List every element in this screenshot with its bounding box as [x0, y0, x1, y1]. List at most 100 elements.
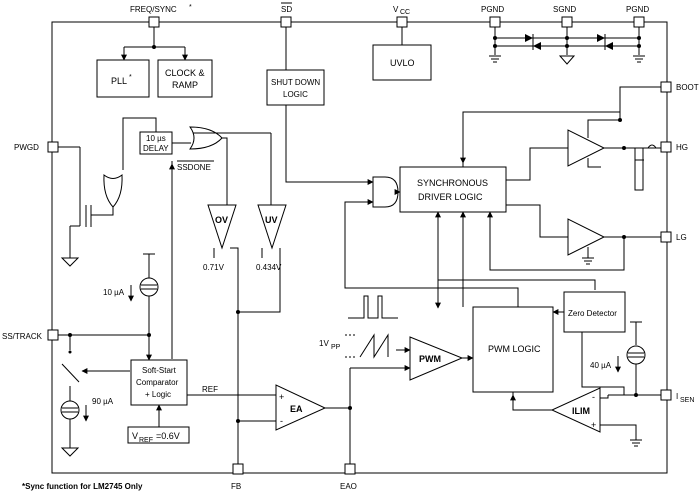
- pin-pgnd-left: PGND: [481, 5, 504, 28]
- soft-start-block: [130, 359, 188, 406]
- svg-text:SHUT DOWN: SHUT DOWN: [271, 78, 320, 87]
- svg-text:V: V: [393, 5, 399, 14]
- pin-fb: FB: [231, 463, 244, 491]
- zero-detector-block: [563, 291, 626, 333]
- svg-text:LOGIC: LOGIC: [283, 90, 308, 99]
- pin-boot: BOOT: [660, 81, 699, 93]
- svg-text:BOOT: BOOT: [676, 83, 699, 92]
- ground-symbol: [582, 257, 594, 265]
- lg-driver: [567, 218, 606, 256]
- svg-text:=0.6V: =0.6V: [156, 431, 180, 441]
- uv-comparator: [257, 204, 287, 250]
- svg-text:PP: PP: [331, 344, 341, 351]
- svg-text:*: *: [189, 4, 192, 11]
- pin-sd: SD: [280, 2, 292, 28]
- svg-text:REF: REF: [139, 437, 153, 444]
- svg-text:PWM: PWM: [419, 354, 441, 364]
- hg-driver: [567, 129, 606, 167]
- signal-ground-symbol: [558, 55, 576, 65]
- pin-freq-sync: FREQ/SYNC *: [130, 4, 192, 28]
- chip-outline: [51, 21, 668, 474]
- pin-freq-sync-label: FREQ/SYNC: [130, 5, 177, 14]
- and-gate: [372, 176, 399, 208]
- svg-text:-: -: [592, 392, 595, 402]
- pin-sd-label: SD: [281, 5, 292, 14]
- svg-text:SSDONE: SSDONE: [177, 163, 211, 172]
- pin-lg: LG: [660, 231, 687, 243]
- svg-text:SGND: SGND: [553, 5, 576, 14]
- shutdown-logic-block: [266, 69, 325, 106]
- ilim-amplifier: [550, 387, 601, 433]
- svg-text:SS/TRACK: SS/TRACK: [2, 332, 43, 341]
- pin-ss-track: SS/TRACK: [2, 329, 59, 341]
- or-gate-pwgd: [103, 174, 123, 208]
- svg-text:HG: HG: [676, 143, 688, 152]
- svg-text:SYNCHRONOUS: SYNCHRONOUS: [417, 178, 488, 188]
- or-gate: [189, 126, 223, 150]
- svg-text:Zero Detector: Zero Detector: [568, 309, 617, 318]
- svg-text:10 µA: 10 µA: [103, 288, 125, 297]
- svg-text:PWM LOGIC: PWM LOGIC: [488, 344, 541, 354]
- pwm-comparator: [409, 336, 464, 381]
- sync-driver-logic-block: [399, 166, 507, 213]
- pin-eao: EAO: [340, 463, 357, 491]
- ground-symbol: [60, 257, 80, 267]
- svg-text:90 µA: 90 µA: [92, 397, 114, 406]
- ground-symbol: [489, 55, 501, 63]
- svg-text:OV: OV: [215, 215, 228, 225]
- svg-text:1V: 1V: [319, 339, 329, 348]
- pin-pgnd-right: PGND: [626, 5, 649, 28]
- svg-text:Comparator: Comparator: [136, 378, 179, 387]
- svg-text:DRIVER LOGIC: DRIVER LOGIC: [418, 192, 483, 202]
- uvlo-block: [372, 44, 432, 81]
- svg-text:+ Logic: + Logic: [145, 390, 171, 399]
- svg-text:EAO: EAO: [340, 482, 357, 491]
- pin-isen: I SEN: [660, 389, 694, 404]
- svg-text:CC: CC: [400, 9, 410, 16]
- svg-text:UVLO: UVLO: [390, 58, 415, 68]
- current-source-90ua: [60, 400, 80, 420]
- ov-comparator: [207, 204, 237, 250]
- svg-text:Soft-Start: Soft-Start: [142, 366, 177, 375]
- svg-text:UV: UV: [265, 215, 278, 225]
- svg-text:0.71V: 0.71V: [203, 263, 225, 272]
- svg-text:PLL: PLL: [111, 76, 127, 86]
- pin-pwgd: PWGD: [14, 141, 59, 153]
- svg-text:FB: FB: [231, 482, 241, 491]
- ground-symbol: [630, 439, 642, 447]
- clock-ramp-block: [157, 59, 213, 98]
- svg-text:+: +: [279, 392, 284, 402]
- svg-text:EA: EA: [290, 404, 303, 414]
- svg-text:REF: REF: [202, 385, 218, 394]
- svg-text:0.434V: 0.434V: [256, 263, 282, 272]
- vref-box: [127, 426, 190, 444]
- svg-text:PWGD: PWGD: [14, 143, 39, 152]
- ground-symbol: [60, 447, 80, 457]
- ground-symbol: [633, 55, 645, 63]
- footnote: *Sync function for LM2745 Only: [22, 482, 143, 491]
- svg-text:10 µs: 10 µs: [146, 134, 166, 143]
- pin-sgnd: SGND: [553, 5, 576, 28]
- pll-block: [96, 59, 150, 98]
- svg-text:ILIM: ILIM: [572, 406, 590, 416]
- svg-text:PGND: PGND: [481, 5, 504, 14]
- current-source-40ua: [626, 345, 646, 365]
- svg-text:+: +: [591, 420, 596, 430]
- svg-text:*: *: [129, 74, 132, 81]
- svg-text:SEN: SEN: [680, 397, 694, 404]
- pin-hg: HG: [660, 141, 688, 153]
- pin-vcc: V CC: [393, 5, 410, 28]
- svg-text:40 µA: 40 µA: [590, 361, 612, 370]
- svg-text:CLOCK &: CLOCK &: [165, 68, 205, 78]
- svg-text:RAMP: RAMP: [172, 80, 198, 90]
- svg-text:I: I: [676, 392, 678, 401]
- pwm-logic-block: [472, 306, 554, 393]
- svg-text:V: V: [132, 431, 138, 441]
- svg-text:LG: LG: [676, 233, 687, 242]
- error-amplifier: [275, 384, 327, 431]
- svg-text:PGND: PGND: [626, 5, 649, 14]
- svg-text:-: -: [280, 416, 283, 426]
- svg-text:DELAY: DELAY: [143, 144, 169, 153]
- current-source-10ua: [139, 277, 159, 297]
